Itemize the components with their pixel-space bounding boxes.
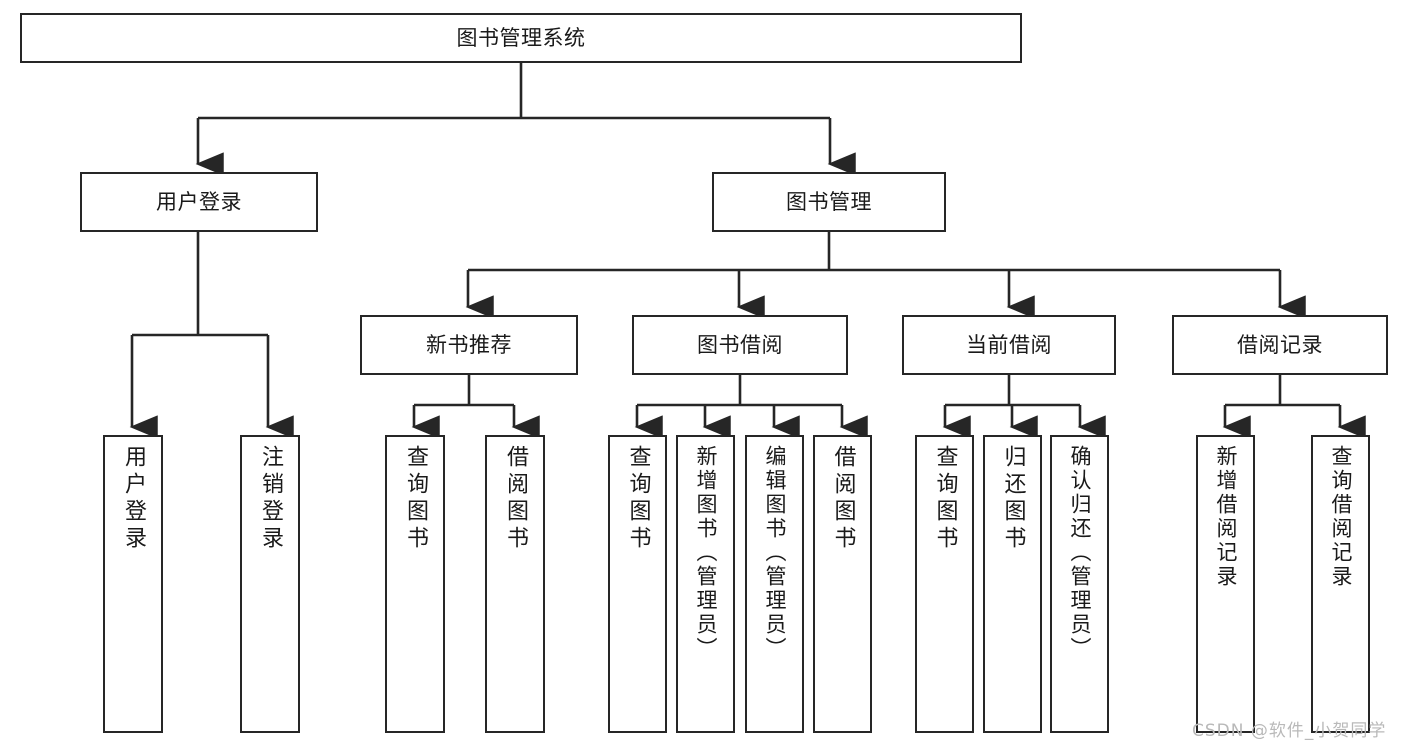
- node-book-borrow[interactable]: 图书借阅: [632, 315, 848, 375]
- leaf-query-borrow-record[interactable]: 查询借阅记录: [1311, 435, 1370, 733]
- node-book-management[interactable]: 图书管理: [712, 172, 946, 232]
- leaf-borrow-book[interactable]: 借阅图书: [813, 435, 872, 733]
- node-user-login[interactable]: 用户登录: [80, 172, 318, 232]
- leaf-confirm-return-admin[interactable]: 确认归还（管理员）: [1050, 435, 1109, 733]
- leaf-user-login[interactable]: 用户登录: [103, 435, 163, 733]
- node-label: 查询借阅记录: [1329, 445, 1353, 589]
- node-label: 借阅记录: [1237, 332, 1323, 357]
- node-label: 编辑图书（管理员）: [763, 445, 787, 661]
- node-label: 新书推荐: [426, 332, 512, 357]
- csdn-watermark: CSDN @软件_小贺同学: [1192, 721, 1387, 741]
- node-label: 借阅图书: [503, 445, 528, 553]
- node-label: 用户登录: [121, 445, 146, 553]
- leaf-borrow-book-new[interactable]: 借阅图书: [485, 435, 545, 733]
- leaf-add-book-admin[interactable]: 新增图书（管理员）: [676, 435, 735, 733]
- node-current-borrow[interactable]: 当前借阅: [902, 315, 1116, 375]
- node-label: 当前借阅: [966, 332, 1052, 357]
- node-borrow-record[interactable]: 借阅记录: [1172, 315, 1388, 375]
- node-label: 查询图书: [625, 445, 651, 553]
- leaf-query-book-new[interactable]: 查询图书: [385, 435, 445, 733]
- leaf-add-borrow-record[interactable]: 新增借阅记录: [1196, 435, 1255, 733]
- node-label: 注销登录: [258, 445, 283, 553]
- node-new-book-recommend[interactable]: 新书推荐: [360, 315, 578, 375]
- node-label: 归还图书: [1000, 445, 1026, 553]
- node-label: 借阅图书: [830, 445, 856, 553]
- leaf-query-book-current[interactable]: 查询图书: [915, 435, 974, 733]
- node-root-library-management-system[interactable]: 图书管理系统: [20, 13, 1022, 63]
- node-label: 查询图书: [403, 445, 428, 553]
- node-label: 新增图书（管理员）: [694, 445, 718, 661]
- node-label: 图书借阅: [697, 332, 783, 357]
- node-label: 图书管理: [786, 189, 872, 214]
- leaf-return-book[interactable]: 归还图书: [983, 435, 1042, 733]
- node-label: 图书管理系统: [456, 25, 586, 50]
- leaf-query-book-borrow[interactable]: 查询图书: [608, 435, 667, 733]
- leaf-edit-book-admin[interactable]: 编辑图书（管理员）: [745, 435, 804, 733]
- node-label: 查询图书: [932, 445, 958, 553]
- node-label: 用户登录: [156, 189, 242, 214]
- node-label: 确认归还（管理员）: [1068, 445, 1092, 661]
- node-label: 新增借阅记录: [1214, 445, 1238, 589]
- leaf-logout[interactable]: 注销登录: [240, 435, 300, 733]
